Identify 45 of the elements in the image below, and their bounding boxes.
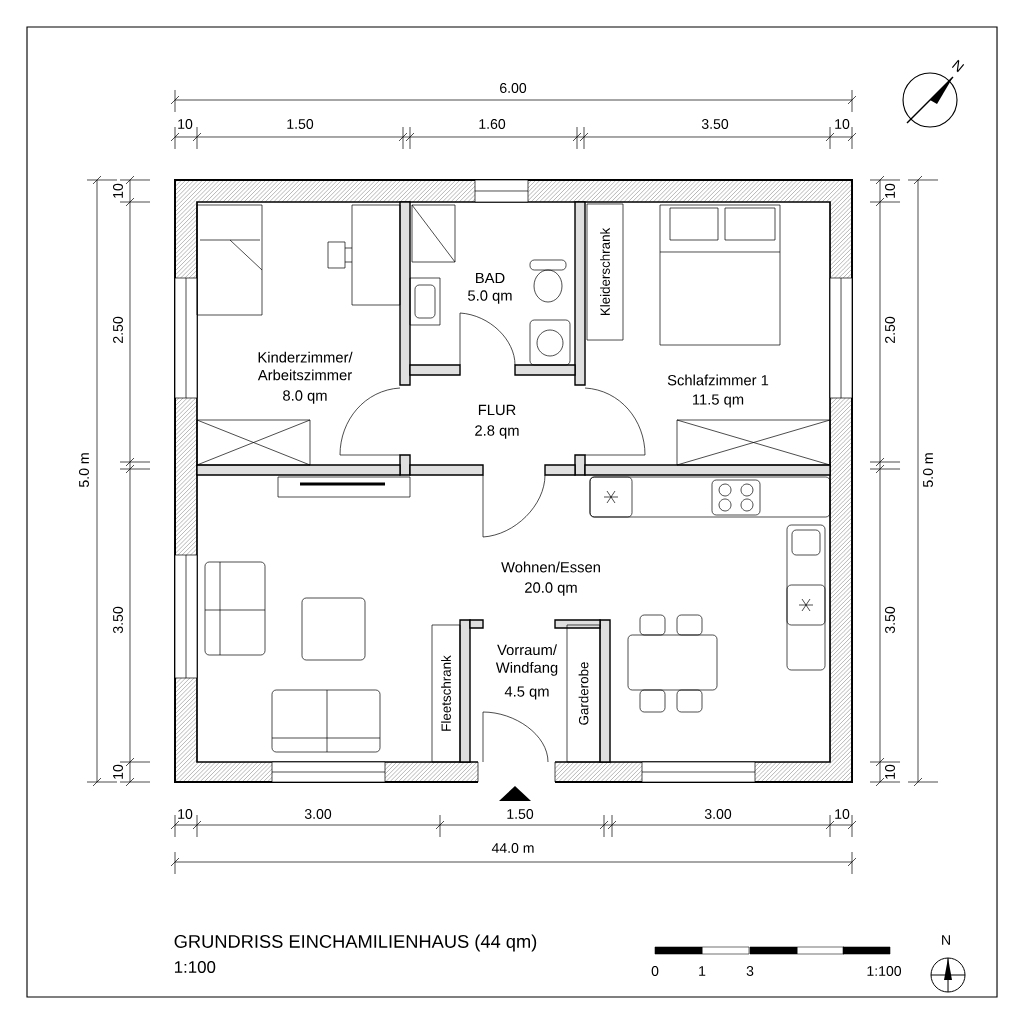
room-area: 5.0 qm	[468, 290, 512, 304]
dimension-label: 10	[113, 764, 123, 779]
room-area: 11.5 qm	[693, 394, 744, 408]
room-area: 2.8 qm	[475, 425, 519, 439]
dimension-label: 1.60	[479, 119, 506, 129]
scale-bar-label: 0	[651, 966, 659, 976]
dimension-label: 10	[835, 119, 850, 129]
dimension-label: 3.00	[304, 809, 332, 819]
dimension-label: 10	[178, 119, 193, 129]
room-area: 8.0 qm	[283, 390, 327, 404]
room-name: Schlafzimmer 1	[667, 374, 769, 386]
dimension-label: 10	[113, 183, 123, 198]
dimension-label: 2.50	[885, 316, 895, 343]
scale-bar-label: 1	[699, 966, 706, 976]
north-label: N	[951, 59, 965, 73]
room-name: BAD	[476, 272, 505, 284]
scale-bar-label: 1:100	[867, 966, 902, 976]
plan-title: GRUNDRISS EINCHAMILIENHAUS (44 qm)	[174, 934, 537, 952]
dimension-label: 3.00	[704, 809, 732, 819]
dimension-label: 10	[885, 764, 895, 779]
dimension-label: 10	[178, 809, 193, 819]
north-label: N	[942, 935, 950, 945]
wardrobe-box: Fleetschrank	[431, 624, 461, 763]
dimension-label: 10	[885, 183, 895, 198]
room-area: 4.5 qm	[504, 686, 549, 700]
dimension-label: 10	[835, 809, 850, 819]
dimension-label: 3.50	[885, 606, 895, 634]
wardrobe-box: Garderobe	[566, 624, 601, 763]
scale-bar-label: 3	[746, 966, 754, 976]
dimension-label: 3.50	[701, 119, 729, 129]
room-area: 20.0 qm	[525, 582, 577, 596]
dimension-label: 1.50	[287, 119, 314, 129]
dimension-label: 5.0 m	[923, 453, 933, 487]
dimension-label: 44.0 m	[491, 843, 534, 853]
plan-scale: 1:100	[174, 961, 216, 973]
room-name: FLUR	[478, 404, 516, 416]
dimension-label: 1.50	[507, 809, 534, 819]
dimension-label: 2.50	[113, 316, 123, 343]
dimension-label: 6.00	[500, 83, 527, 93]
room-name: Vorraum/ Windfang	[495, 644, 558, 676]
dimension-label: 5.0 m	[79, 453, 89, 487]
room-name: Kinderzimmer/ Arbeitszimmer	[257, 351, 353, 381]
wardrobe-box: Kleiderschrank	[586, 203, 624, 341]
room-name: Wohnen/Essen	[501, 561, 600, 573]
dimension-label: 3.50	[113, 606, 123, 634]
